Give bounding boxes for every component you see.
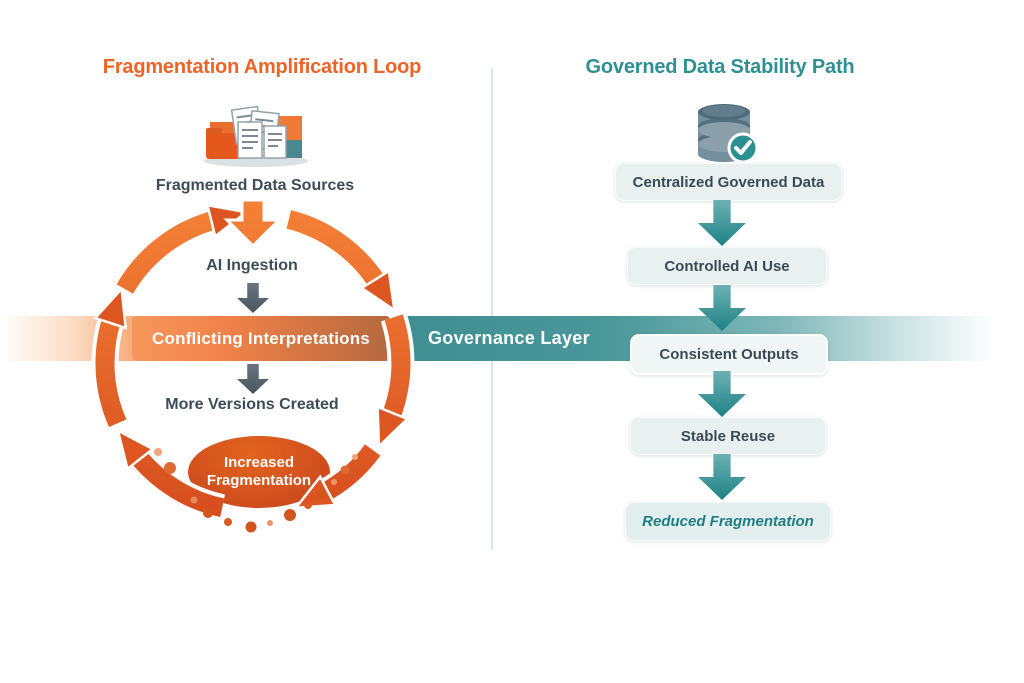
amplification-loop-ring	[91, 198, 415, 533]
step-consistent-outputs: Consistent Outputs	[630, 334, 828, 375]
step-centralized-governed-data: Centralized Governed Data	[615, 163, 842, 201]
check-icon	[734, 140, 752, 155]
step-stable-reuse: Stable Reuse	[630, 417, 826, 455]
down-arrow-icon	[698, 200, 746, 246]
step-reduced-fragmentation: Reduced Fragmentation	[625, 502, 831, 541]
down-arrow-icon	[698, 454, 746, 500]
increased-fragmentation-label: Increased Fragmentation	[206, 454, 312, 489]
fragmentation-dots	[154, 448, 358, 533]
conflicting-interpretations-label: Conflicting Interpretations	[152, 328, 370, 348]
more-versions-created-label: More Versions Created	[165, 396, 339, 413]
right-panel-title: Governed Data Stability Path	[585, 56, 855, 78]
database-check-icon	[698, 104, 759, 164]
step-controlled-ai-use: Controlled AI Use	[627, 247, 827, 285]
governance-layer-label: Governance Layer	[428, 328, 590, 348]
column-divider	[491, 68, 493, 550]
fragmented-data-sources-label: Fragmented Data Sources	[155, 177, 355, 194]
down-arrow-icon	[698, 371, 746, 417]
ai-ingestion-label: AI Ingestion	[206, 257, 298, 274]
left-panel-title: Fragmentation Amplification Loop	[102, 56, 422, 78]
fragmented-sources-icon	[204, 105, 308, 167]
conflicting-interpretations-band: Conflicting Interpretations	[132, 316, 390, 361]
loop-entry-arrow	[223, 198, 283, 249]
